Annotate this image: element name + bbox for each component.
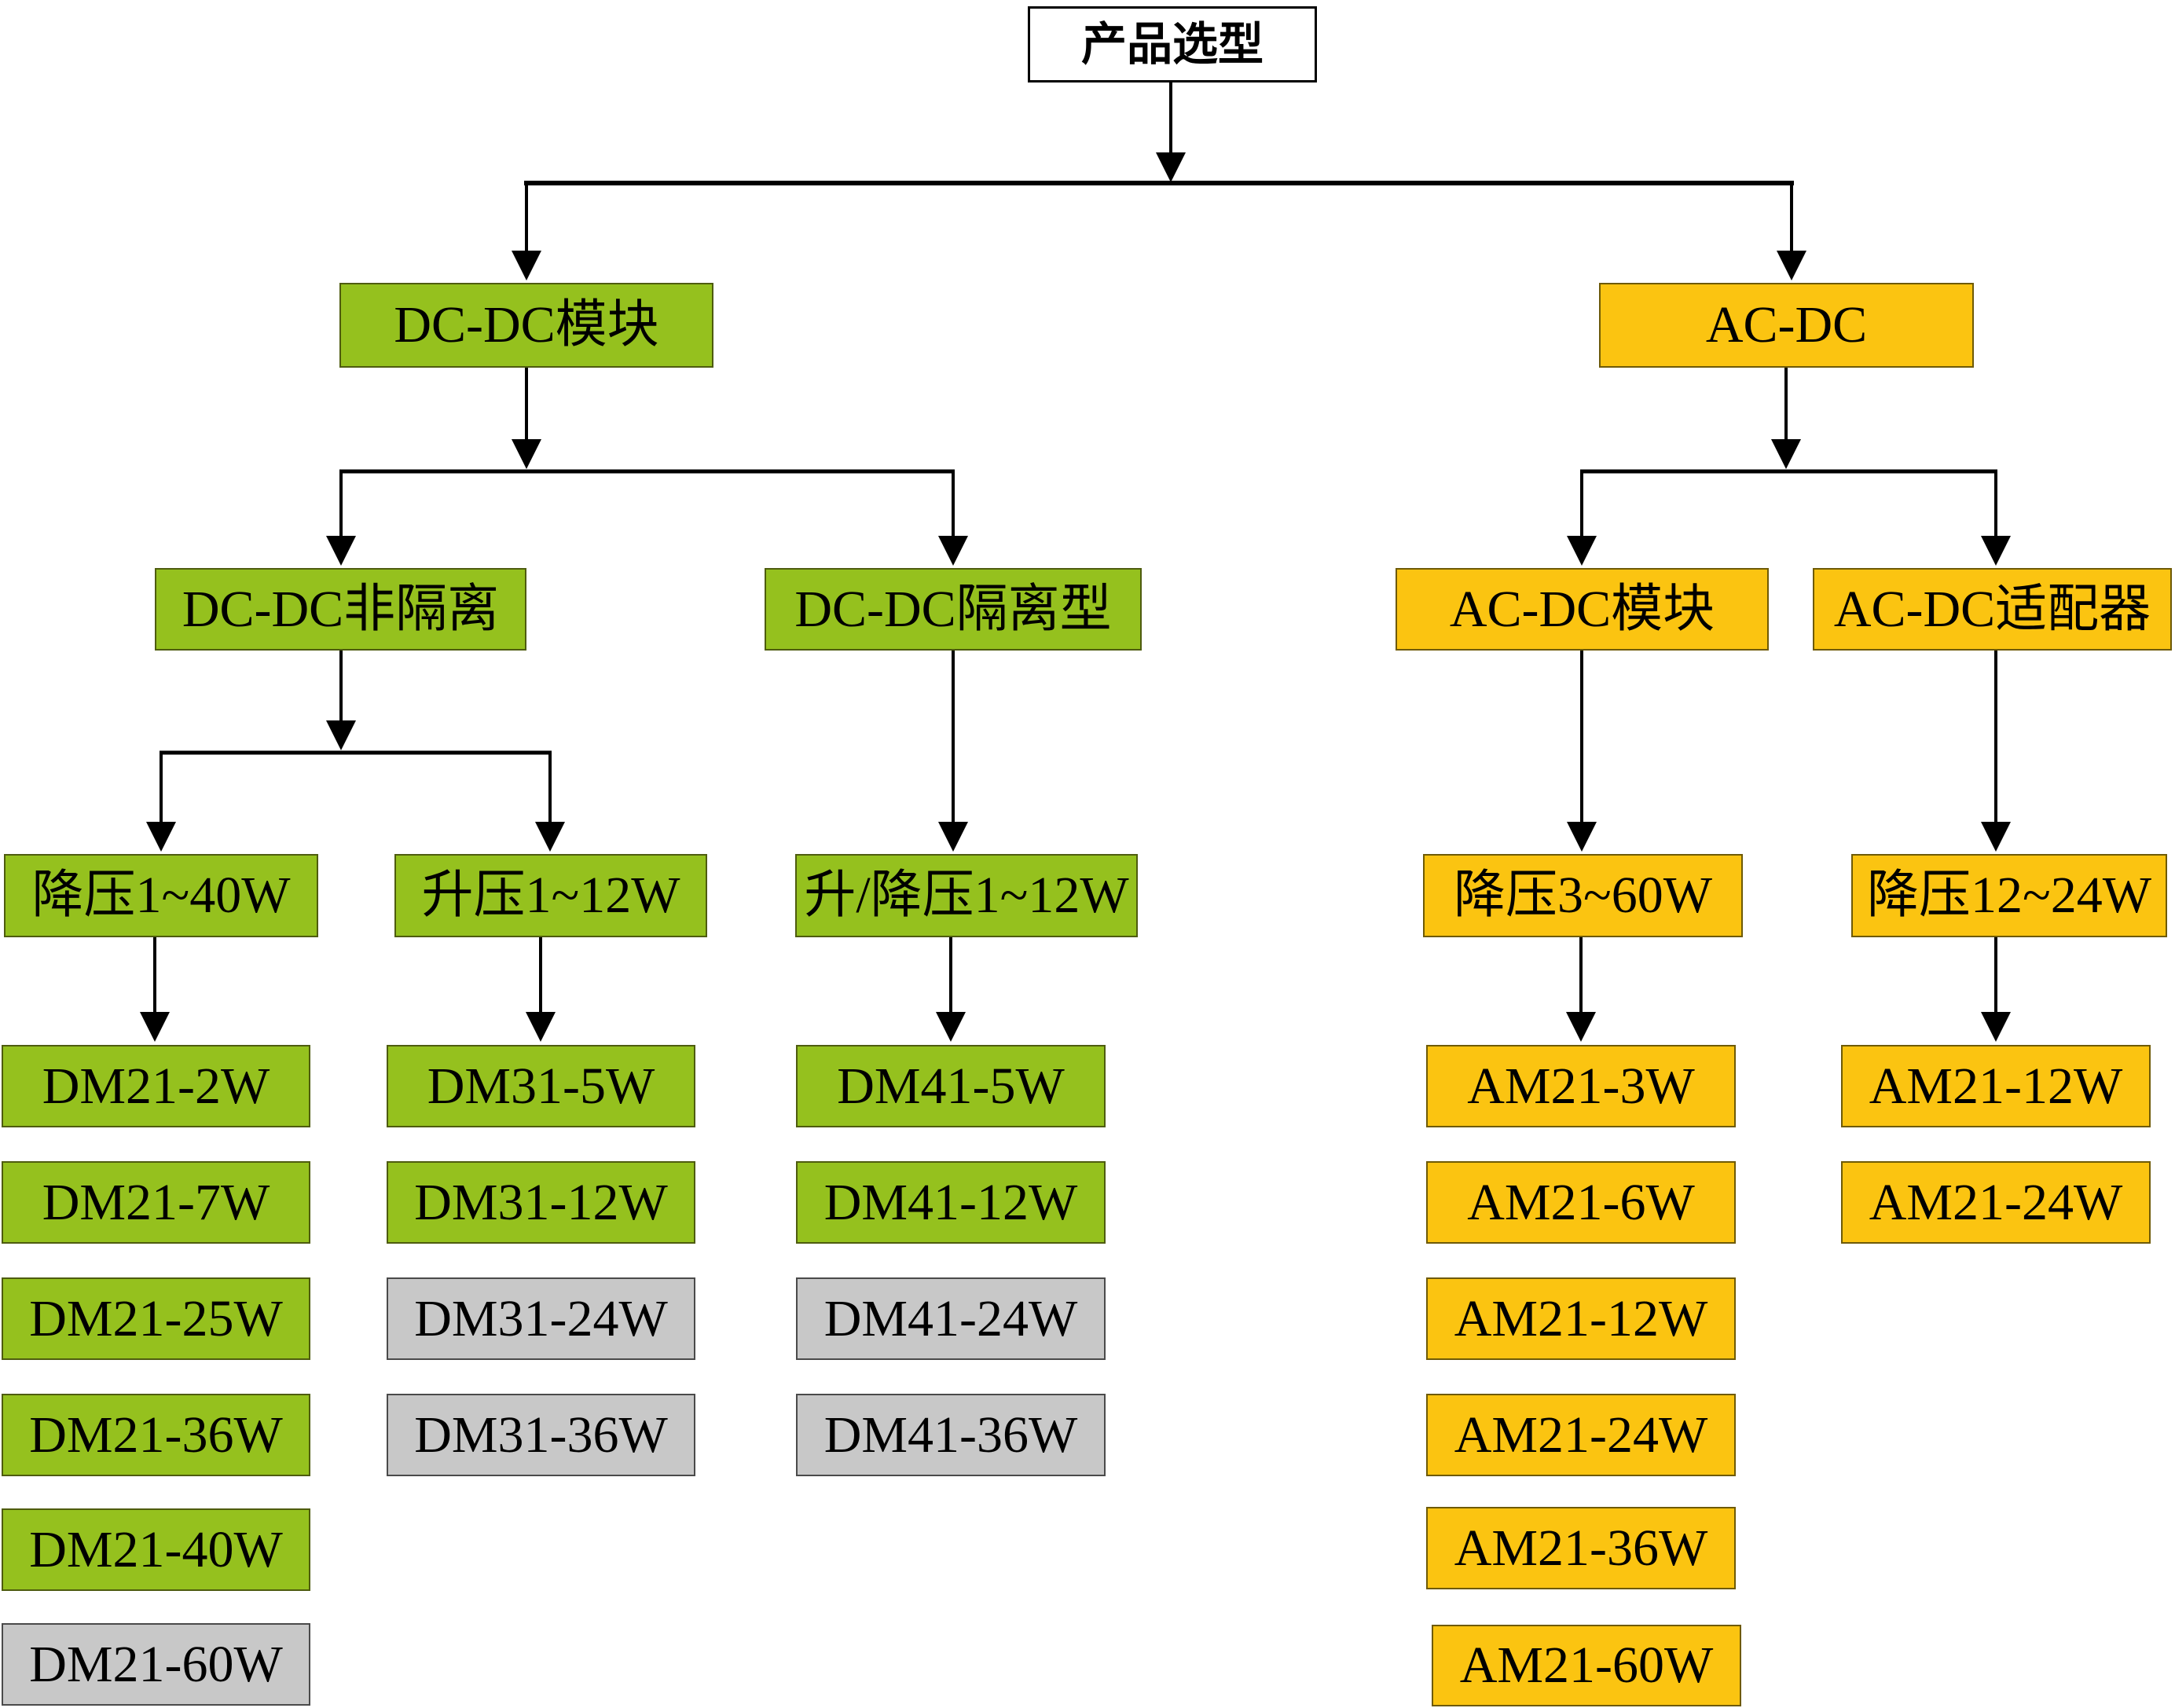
connector-lines [153, 82, 1997, 1015]
node-ac-dc-adapter: AC-DC适配器 [1813, 568, 2172, 651]
node-dm31-5w: DM31-5W [387, 1045, 695, 1127]
node-boost-1-12w: 升压1~12W [394, 854, 707, 937]
node-dm21-60w: DM21-60W [2, 1623, 310, 1706]
node-dm41-36w: DM41-36W [796, 1394, 1106, 1476]
node-am21-36w: AM21-36W [1426, 1507, 1736, 1589]
node-dm21-36w: DM21-36W [2, 1394, 310, 1476]
node-ac-dc: AC-DC [1599, 283, 1974, 368]
node-dc-dc-non-isolated: DC-DC非隔离 [155, 568, 526, 651]
node-am21-24w: AM21-24W [1426, 1394, 1736, 1476]
node-am21-12w: AM21-12W [1426, 1277, 1736, 1360]
node-am21-60w: AM21-60W [1432, 1625, 1741, 1706]
node-dm21-2w: DM21-2W [2, 1045, 310, 1127]
node-dm31-24w: DM31-24W [387, 1277, 695, 1360]
node-dm21-7w: DM21-7W [2, 1161, 310, 1244]
node-am21-6w: AM21-6W [1426, 1161, 1736, 1244]
node-am21-12w-adapter: AM21-12W [1841, 1045, 2151, 1127]
node-buck-12-24w: 降压12~24W [1851, 854, 2167, 937]
node-dm31-36w: DM31-36W [387, 1394, 695, 1476]
node-dc-dc-isolated: DC-DC隔离型 [765, 568, 1142, 651]
node-dm21-25w: DM21-25W [2, 1277, 310, 1360]
node-product-selection: 产品选型 [1028, 6, 1317, 82]
node-buck-1-40w: 降压1~40W [4, 854, 318, 937]
node-ac-dc-module: AC-DC模块 [1396, 568, 1769, 651]
node-buck-boost-1-12w: 升/降压1~12W [795, 854, 1138, 937]
node-dm41-12w: DM41-12W [796, 1161, 1106, 1244]
node-am21-3w: AM21-3W [1426, 1045, 1736, 1127]
node-dm31-12w: DM31-12W [387, 1161, 695, 1244]
node-dm41-24w: DM41-24W [796, 1277, 1106, 1360]
connector-arrowheads [140, 152, 2011, 1042]
node-dc-dc-module: DC-DC模块 [339, 283, 713, 368]
node-buck-3-60w: 降压3~60W [1423, 854, 1743, 937]
node-dm41-5w: DM41-5W [796, 1045, 1106, 1127]
node-dm21-40w: DM21-40W [2, 1508, 310, 1591]
node-am21-24w-adapter: AM21-24W [1841, 1161, 2151, 1244]
